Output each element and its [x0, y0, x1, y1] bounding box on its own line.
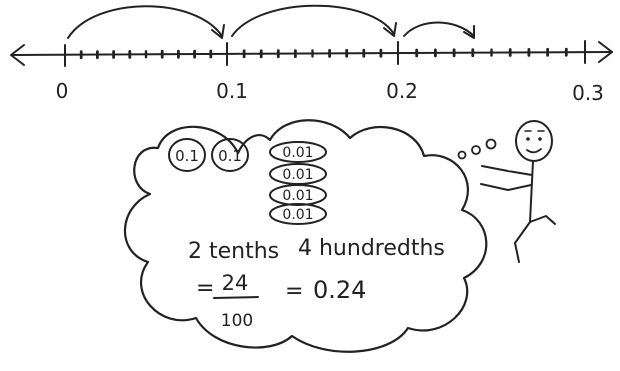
label-two-tenths: 0.2: [386, 79, 418, 103]
thought-dots-icon: [457, 138, 497, 160]
fraction-numerator: 24: [222, 271, 249, 295]
tenth-chip-1-label: 0.1: [175, 147, 199, 165]
tenth-chip-2: [211, 138, 249, 172]
stick-figure-icon: [480, 120, 556, 263]
thought-bubble-outline: [123, 119, 488, 353]
hundredths-ticks: [79, 47, 568, 60]
tenth-chip-2-label: 0.1: [218, 147, 242, 165]
decimal-result: 0.24: [313, 276, 366, 304]
arrowhead-icon: [383, 22, 397, 37]
tenth-chip-1: [168, 138, 206, 172]
hundredth-chip-4-label: 0.01: [282, 207, 313, 223]
hundredth-chip-1-label: 0.01: [282, 145, 313, 161]
label-three-tenths: 0.3: [572, 81, 604, 105]
hundredths-chips: 0.01 0.01 0.01 0.01: [269, 141, 327, 225]
right-arrow-icon: [598, 41, 613, 63]
hundredth-chip-1: [269, 141, 327, 163]
label-one-tenth: 0.1: [216, 79, 248, 103]
arrowhead-icon: [211, 24, 225, 39]
arrowhead-icon: [463, 25, 475, 39]
jump-arrow-second-tenth: [231, 4, 395, 37]
equals-sign-2: =: [285, 279, 303, 304]
fraction-bar: [213, 296, 259, 299]
tenths-count-text: 2 tenths: [188, 239, 279, 264]
thought-bubble: 0.1 0.1 0.01 0.01 0.01 0.01 2 tenths 4 h…: [123, 119, 488, 353]
hundredths-count-text: 4 hundredths: [298, 236, 445, 261]
jump-arrows: [67, 4, 475, 39]
hundredth-chip-4: [269, 203, 327, 225]
jump-arrow-first-tenth: [67, 5, 223, 39]
label-zero: 0: [56, 79, 69, 103]
left-arrow-icon: [10, 44, 25, 66]
equals-sign-1: =: [196, 276, 214, 301]
hundredth-chip-2-label: 0.01: [282, 167, 313, 183]
jump-arrow-hundredths: [403, 21, 475, 37]
fraction-denominator: 100: [221, 311, 253, 331]
hundredth-chip-3-label: 0.01: [282, 188, 313, 204]
number-line: 0 0.1 0.2 0.3: [10, 40, 613, 105]
tenths-chips: 0.1 0.1: [168, 138, 249, 172]
